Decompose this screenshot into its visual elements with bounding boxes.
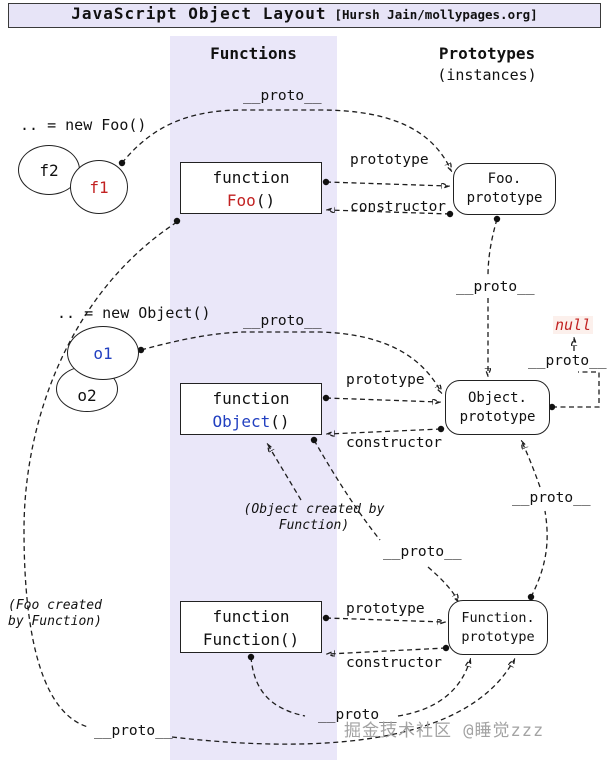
annotation-foo-created: (Foo created by Function) bbox=[8, 598, 118, 630]
function-prototype-box: Function. prototype bbox=[448, 600, 548, 655]
annotation-object-created-line1: (Object created by bbox=[243, 502, 385, 517]
edge-origin-dot bbox=[437, 425, 445, 433]
proto-label-objectfn-funcproto: __proto__ bbox=[383, 544, 462, 560]
edge-objproto-constructor bbox=[328, 429, 442, 434]
edge-fooproto-proto-to-objproto-upper bbox=[487, 218, 498, 277]
function-prototype-line1: Function. bbox=[461, 609, 535, 626]
proto-label-foofn-funcproto: __proto__ bbox=[94, 723, 173, 739]
foo-function-box: function Foo() bbox=[180, 162, 322, 214]
instance-label-f2: f2 bbox=[39, 160, 59, 180]
foo-prototype-line1: Foo. bbox=[487, 171, 522, 187]
foo-prototype-box: Foo. prototype bbox=[453, 163, 556, 215]
proto-label-o1-objproto: __proto__ bbox=[243, 313, 322, 329]
object-prototype-line1: Object. bbox=[467, 389, 527, 406]
proto-label-fooproto-objproto: __proto__ bbox=[456, 279, 535, 295]
annotation-object-created: (Object created by Function) bbox=[236, 502, 392, 534]
proto-label-objproto-null: __proto__ bbox=[528, 353, 607, 369]
page-title: JavaScript Object Layout bbox=[71, 4, 327, 23]
edge-function-prototype-property bbox=[325, 618, 444, 622]
prototypes-header: Prototypes bbox=[438, 44, 536, 63]
foo-function-name: Foo bbox=[226, 191, 256, 210]
new-object-label: .. = new Object() bbox=[57, 304, 211, 322]
foo-function-keyword: function bbox=[212, 168, 290, 187]
edge-foo-prototype-property bbox=[325, 182, 448, 186]
function-function-box: function Function() bbox=[180, 601, 322, 653]
function-prototype-line2: prototype bbox=[461, 628, 535, 645]
edge-funcproto-constructor bbox=[328, 648, 447, 654]
proto-label-f1-foo: __proto__ bbox=[243, 88, 322, 104]
annotation-foo-created-line1: (Foo created bbox=[8, 598, 102, 613]
edge-objectfn-proto-to-funcproto-arrow bbox=[427, 566, 458, 601]
title-bar: JavaScript Object Layout [Hursh Jain/mol… bbox=[8, 3, 601, 28]
new-foo-label: .. = new Foo() bbox=[20, 116, 147, 134]
function-function-keyword: function bbox=[212, 607, 290, 626]
title-credit: [Hursh Jain/mollypages.org] bbox=[334, 7, 538, 22]
annotation-foo-created-line2: by Function) bbox=[8, 614, 102, 629]
edge-objproto-proto-to-null-horizontal bbox=[552, 371, 600, 408]
instance-circle-o1: o1 bbox=[67, 326, 139, 380]
edge-origin-dot bbox=[118, 159, 126, 167]
edge-origin-dot bbox=[446, 210, 454, 218]
instance-label-f1: f1 bbox=[89, 177, 109, 197]
instances-subheader: (instances) bbox=[437, 66, 537, 84]
foo-function-parens: () bbox=[255, 191, 276, 210]
object-function-box: function Object() bbox=[180, 383, 322, 435]
constructor-label-function: constructor bbox=[346, 655, 443, 671]
instance-circle-f1: f1 bbox=[70, 160, 128, 214]
object-function-parens: () bbox=[270, 412, 290, 431]
edge-foofn-proto-long-left bbox=[23, 221, 178, 728]
function-function-parens: () bbox=[279, 630, 300, 649]
function-function-name-line: Function() bbox=[181, 628, 321, 651]
constructor-label-object: constructor bbox=[346, 435, 443, 451]
prototype-label-foo: prototype bbox=[350, 152, 429, 168]
proto-label-funcproto-objproto: __proto__ bbox=[512, 490, 591, 506]
proto-label-functionfn-funcproto: __proto__ bbox=[318, 707, 397, 723]
functions-header: Functions bbox=[210, 44, 297, 63]
object-prototype-line2: prototype bbox=[459, 408, 536, 425]
instance-circle-f2: f2 bbox=[18, 145, 80, 195]
prototype-label-object: prototype bbox=[346, 372, 425, 388]
edge-object-prototype-property bbox=[325, 398, 439, 402]
foo-prototype-line2: prototype bbox=[466, 190, 543, 206]
object-prototype-box: Object. prototype bbox=[445, 380, 550, 435]
watermark: 掘金技术社区 @睡觉zzz bbox=[344, 721, 545, 741]
edge-funcproto-proto-to-objproto-arrow bbox=[522, 442, 541, 488]
foo-function-name-line: Foo() bbox=[181, 189, 321, 212]
instance-label-o2: o2 bbox=[77, 386, 97, 405]
object-function-name: Object bbox=[212, 412, 271, 431]
prototype-label-function: prototype bbox=[346, 601, 425, 617]
annotation-object-created-line2: Function) bbox=[278, 518, 350, 533]
null-label: null bbox=[553, 316, 594, 334]
constructor-label-foo: constructor bbox=[350, 199, 447, 215]
edge-origin-dot bbox=[493, 215, 501, 223]
function-function-name: Function bbox=[202, 630, 280, 649]
instance-label-o1: o1 bbox=[93, 343, 113, 363]
edge-funcproto-proto-to-objproto-upper bbox=[530, 510, 548, 598]
object-function-name-line: Object() bbox=[181, 410, 321, 433]
object-function-keyword: function bbox=[212, 389, 290, 408]
